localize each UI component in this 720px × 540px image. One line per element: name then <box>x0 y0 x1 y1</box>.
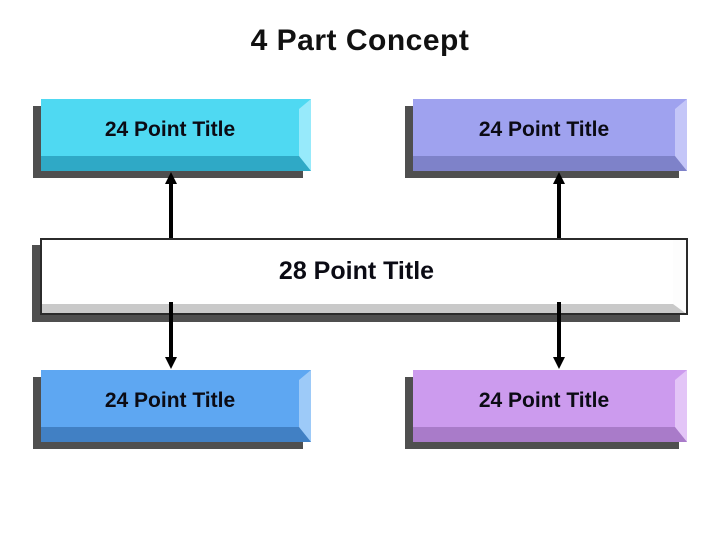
box-bottom-right: 24 Point Title <box>413 370 687 442</box>
connector-arrow-bottom-left <box>165 302 177 369</box>
box-bottom-left: 24 Point Title <box>41 370 311 442</box>
box-center-bar: 28 Point Title <box>40 238 688 315</box>
box-bottom-right-label: 24 Point Title <box>478 389 610 412</box>
box-top-right-label: 24 Point Title <box>478 118 610 141</box>
box-top-right: 24 Point Title <box>413 99 687 171</box>
connector-arrow-top-left <box>165 172 177 238</box>
box-center-bar-label: 28 Point Title <box>278 256 435 285</box>
box-top-left: 24 Point Title <box>41 99 311 171</box>
slide-title: 4 Part Concept <box>250 24 470 57</box>
box-top-left-label: 24 Point Title <box>104 118 236 141</box>
connector-arrow-top-right <box>553 172 565 238</box>
connector-arrow-bottom-right <box>553 302 565 369</box>
box-bottom-left-label: 24 Point Title <box>104 389 236 412</box>
